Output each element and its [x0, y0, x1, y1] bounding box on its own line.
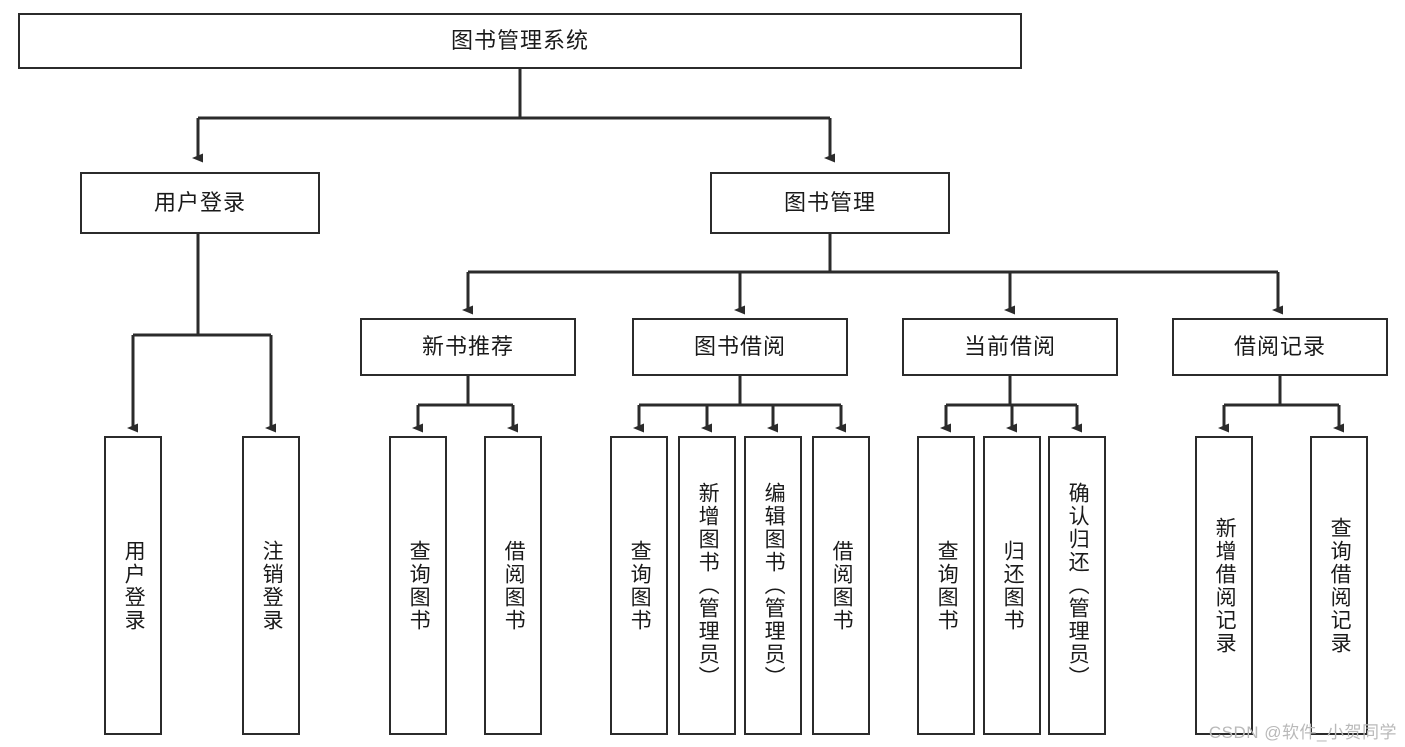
node-book-management[interactable]: 图书管理 [710, 172, 950, 234]
node-label: 注销登录 [260, 539, 284, 632]
leaf-user-login-login[interactable]: 用户登录 [104, 436, 162, 735]
node-label: 新增借阅记录 [1213, 516, 1237, 655]
node-label: 查询图书 [935, 539, 959, 632]
node-label: 用户登录 [122, 539, 146, 632]
node-borrow-record[interactable]: 借阅记录 [1172, 318, 1388, 376]
node-label: 借阅记录 [1233, 333, 1326, 359]
node-current-borrow[interactable]: 当前借阅 [902, 318, 1118, 376]
node-label: 查询借阅记录 [1328, 516, 1352, 655]
node-label: 查询图书 [407, 539, 431, 632]
leaf-current-confirm-return-admin[interactable]: 确认归还（管理员） [1048, 436, 1106, 735]
node-label: 归还图书 [1001, 539, 1025, 632]
node-user-login[interactable]: 用户登录 [80, 172, 320, 234]
leaf-record-add-record[interactable]: 新增借阅记录 [1195, 436, 1253, 735]
leaf-current-query-book[interactable]: 查询图书 [917, 436, 975, 735]
watermark-text: CSDN @软件_小贺同学 [1208, 723, 1397, 742]
leaf-recommend-borrow-book[interactable]: 借阅图书 [484, 436, 542, 735]
node-label: 编辑图书（管理员） [762, 482, 786, 689]
node-label: 查询图书 [628, 539, 652, 632]
node-label: 确认归还（管理员） [1066, 482, 1090, 689]
node-label: 新书推荐 [421, 333, 514, 359]
node-label: 图书管理 [783, 189, 876, 215]
leaf-user-login-logout[interactable]: 注销登录 [242, 436, 300, 735]
node-root-system[interactable]: 图书管理系统 [18, 13, 1022, 69]
node-label: 图书借阅 [693, 333, 786, 359]
node-label: 借阅图书 [502, 539, 526, 632]
node-label: 当前借阅 [963, 333, 1056, 359]
leaf-recommend-query-book[interactable]: 查询图书 [389, 436, 447, 735]
node-label: 用户登录 [153, 189, 246, 215]
node-label: 图书管理系统 [450, 27, 589, 53]
node-label: 借阅图书 [830, 539, 854, 632]
leaf-record-query-record[interactable]: 查询借阅记录 [1310, 436, 1368, 735]
node-new-book-recommend[interactable]: 新书推荐 [360, 318, 576, 376]
leaf-borrow-query-book[interactable]: 查询图书 [610, 436, 668, 735]
leaf-borrow-add-book-admin[interactable]: 新增图书（管理员） [678, 436, 736, 735]
leaf-borrow-borrow-book[interactable]: 借阅图书 [812, 436, 870, 735]
node-book-borrow[interactable]: 图书借阅 [632, 318, 848, 376]
leaf-borrow-edit-book-admin[interactable]: 编辑图书（管理员） [744, 436, 802, 735]
node-label: 新增图书（管理员） [696, 482, 720, 689]
leaf-current-return-book[interactable]: 归还图书 [983, 436, 1041, 735]
